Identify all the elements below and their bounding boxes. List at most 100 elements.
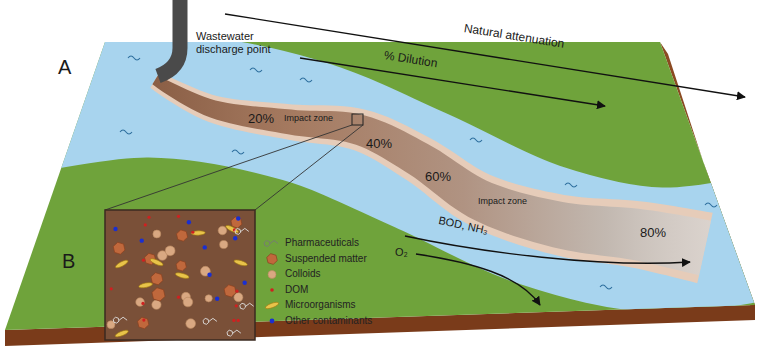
contaminant-dot — [233, 236, 237, 240]
contaminant-dot — [140, 238, 144, 242]
dilution-percent: 20% — [248, 112, 274, 127]
zoom-square — [352, 114, 363, 125]
legend-text: Other contaminants — [285, 315, 372, 327]
dilution-percent: 60% — [425, 170, 451, 185]
wave-mark — [705, 203, 717, 207]
microorganism — [114, 329, 129, 338]
panel-letter-box: B — [62, 250, 75, 273]
dom-dot — [235, 304, 238, 307]
colloid — [165, 246, 175, 256]
inset-particles — [107, 215, 254, 338]
dom-dot — [177, 296, 180, 299]
dom-dot — [141, 302, 144, 305]
contaminant-dot — [203, 245, 207, 249]
discharge-pipe — [158, 0, 180, 76]
zoom-line — [255, 125, 363, 210]
legend-icon — [265, 301, 280, 310]
legend-entry: Other contaminants — [285, 315, 372, 327]
dilution-arrow — [300, 58, 605, 106]
flux-label: O₂ — [395, 246, 408, 259]
pharmaceutical-ring — [235, 229, 241, 235]
legend-icon — [270, 288, 274, 292]
colloid — [153, 230, 161, 238]
colloid — [234, 293, 243, 302]
microorganism — [233, 259, 248, 267]
legend-icon — [268, 271, 276, 279]
suspended-particle — [138, 317, 149, 329]
colloid — [186, 319, 196, 329]
colloid — [218, 226, 227, 235]
suspended-particle — [176, 260, 186, 271]
wave-mark — [120, 130, 132, 134]
colloid — [136, 298, 145, 307]
pharmaceutical-ring — [203, 318, 209, 324]
colloid — [205, 295, 212, 302]
pharmaceutical-chain — [241, 228, 249, 231]
colloid — [152, 300, 161, 309]
oxygen-arrow — [416, 254, 540, 305]
contaminant-dot — [242, 281, 246, 285]
attenuation-arrow — [225, 14, 745, 97]
dilution-percent-box: 60% — [425, 170, 451, 185]
wave-mark — [565, 183, 577, 187]
microorganism — [138, 282, 153, 289]
dom-dot — [232, 319, 235, 322]
panel-letter: A — [58, 56, 71, 79]
suspended-particle — [176, 230, 187, 241]
dilution-percent: 40% — [366, 137, 392, 152]
suspended-particle — [151, 273, 163, 285]
wave-mark — [128, 56, 140, 60]
zoom-line — [105, 125, 352, 210]
legend-text: Suspended matter — [285, 253, 367, 265]
suspended-particle — [224, 285, 236, 297]
legend-entry: Suspended matter — [285, 253, 367, 265]
pharmaceutical-ring — [227, 330, 233, 336]
contaminant-dot — [187, 220, 191, 224]
zone-label-box: Impact zone — [284, 113, 333, 123]
legend-entry: Microorganisms — [285, 299, 356, 311]
dom-dot — [177, 215, 180, 218]
pharmaceutical-ring — [113, 317, 119, 323]
pharmaceutical-chain — [233, 330, 241, 333]
wave-mark — [300, 78, 312, 82]
pharmaceutical-ring — [240, 303, 246, 309]
dilution-percent-box: 40% — [366, 137, 392, 152]
dom-dot — [142, 259, 145, 262]
dom-dot — [147, 216, 150, 219]
dom-dot — [237, 319, 240, 322]
dom-dot — [191, 231, 194, 234]
microorganism — [175, 272, 190, 280]
microorganism — [149, 257, 164, 267]
flux-label-box: O₂ — [395, 246, 408, 259]
pharmaceutical-chain — [246, 303, 254, 306]
dilution-percent-box: 80% — [640, 226, 666, 241]
wave-mark — [232, 150, 244, 154]
legend-text: Pharmaceuticals — [285, 237, 359, 249]
source-label-box: Wastewater discharge point — [196, 30, 286, 55]
panel-letter: B — [62, 250, 75, 273]
legend-text: Microorganisms — [285, 299, 356, 311]
suspended-particle — [152, 288, 165, 301]
contaminant-dot — [215, 296, 219, 300]
zone-label: Impact zone — [478, 196, 527, 206]
colloid — [220, 240, 228, 248]
suspended-particle — [113, 242, 125, 254]
inset-box — [105, 210, 255, 340]
wave-mark — [250, 68, 262, 72]
microorganism — [115, 259, 129, 269]
pharmaceutical-chain — [270, 241, 278, 244]
panel-letter-box: A — [58, 56, 71, 79]
legend-entry: DOM — [285, 284, 308, 296]
legend-icon — [270, 319, 275, 324]
legend-entry: Pharmaceuticals — [285, 237, 359, 249]
legend-text: DOM — [285, 284, 308, 296]
zone-label: Impact zone — [284, 113, 333, 123]
suspended-particle — [231, 217, 242, 228]
dom-dot — [142, 318, 145, 321]
dom-dot — [144, 223, 147, 226]
microorganism — [225, 224, 240, 234]
pharmaceutical-chain — [209, 318, 217, 321]
microorganism — [191, 230, 205, 235]
dilution-percent-box: 20% — [248, 112, 274, 127]
